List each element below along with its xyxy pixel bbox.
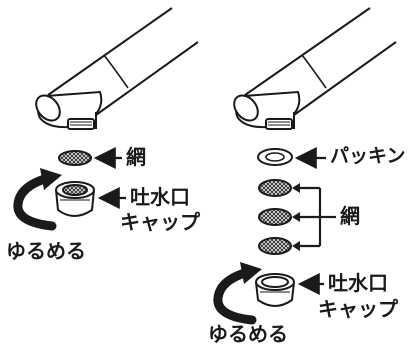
left-net-label: 網 [126,145,146,169]
right-loosen-arrow-icon [213,262,262,325]
net-bracket-arrow-2 [292,212,300,222]
left-loosen-label: ゆるめる [6,239,86,263]
right-cap-label-line1: 吐水口 [328,271,388,295]
left-net-disc [58,150,92,166]
packing-ring [257,148,293,166]
right-net-disc-2 [258,208,292,226]
left-faucet-spout [35,7,199,130]
net-bracket [300,186,336,248]
left-cap-label-line2: キャップ [120,210,200,234]
left-aerator-cap [55,181,95,217]
right-aerator-cap [255,273,295,307]
left-loosen-arrow-icon [13,168,62,231]
left-cap-label-line1: 吐水口 [130,185,190,209]
right-net-label: 網 [340,204,360,228]
packing-label: パッキン [330,145,406,167]
net-bracket-arrow-3 [292,241,300,251]
net-bracket-arrow-1 [292,183,300,193]
right-faucet-spout [233,7,397,130]
right-net-disc-1 [258,179,292,197]
right-net-disc-3 [258,237,292,255]
right-loosen-label: ゆるめる [208,322,288,346]
right-cap-label-line2: キャップ [318,297,398,321]
